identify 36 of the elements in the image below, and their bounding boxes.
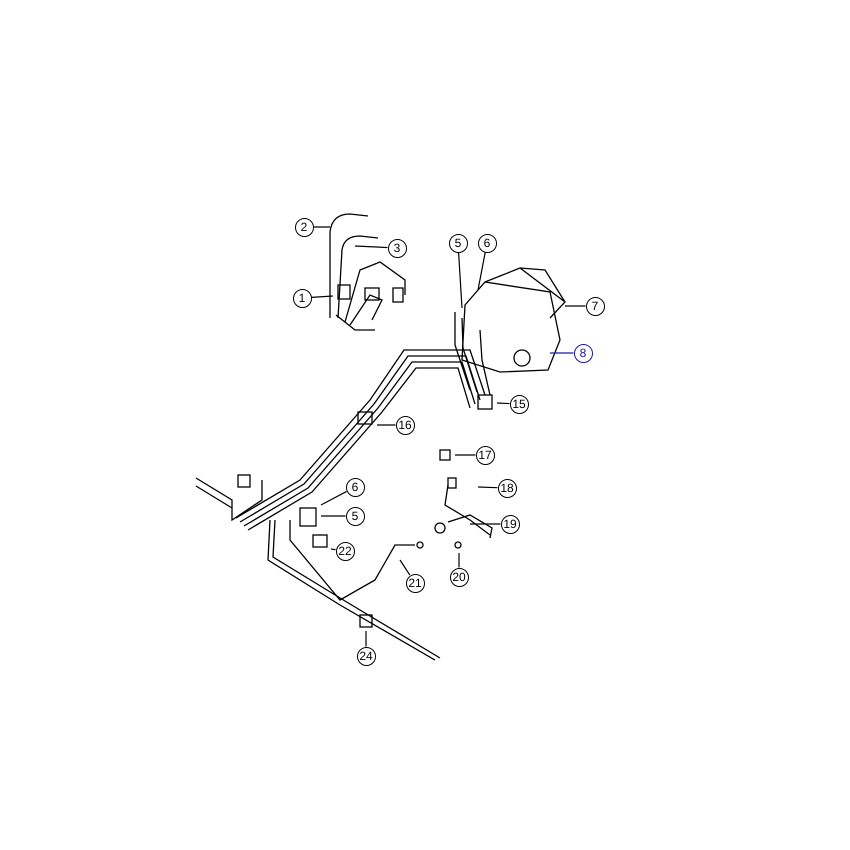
leader-line bbox=[321, 515, 346, 517]
callout-number: 5 bbox=[448, 234, 468, 252]
leader-line bbox=[314, 226, 330, 228]
callout-number: 20 bbox=[450, 568, 468, 586]
callout-number: 6 bbox=[478, 234, 496, 252]
leader-line bbox=[377, 424, 396, 426]
leader-line bbox=[458, 252, 463, 308]
callout-number: 19 bbox=[500, 514, 520, 534]
callout-number: 17 bbox=[476, 446, 494, 464]
callout-number: 15 bbox=[510, 394, 528, 414]
callout-number: 8 bbox=[574, 344, 592, 362]
callout-number: 21 bbox=[406, 574, 424, 592]
leader-line bbox=[311, 295, 334, 298]
callout-number: 6 bbox=[346, 478, 364, 496]
callout-number: 18 bbox=[498, 478, 516, 498]
leader-line bbox=[477, 252, 486, 290]
callout-number: 22 bbox=[336, 542, 354, 560]
leader-line bbox=[458, 553, 460, 568]
leader-line bbox=[330, 548, 336, 550]
leader-line bbox=[478, 486, 498, 488]
leader-line bbox=[365, 631, 367, 646]
leader-line bbox=[354, 245, 388, 248]
callout-number: 5 bbox=[346, 506, 364, 526]
leader-line bbox=[550, 352, 574, 354]
callout-number: 16 bbox=[396, 416, 414, 434]
leader-line bbox=[320, 490, 347, 506]
leader-line bbox=[455, 454, 476, 456]
leader-line bbox=[400, 560, 410, 576]
leader-line bbox=[470, 523, 500, 525]
leader-line bbox=[565, 305, 586, 307]
callout-number: 1 bbox=[292, 288, 312, 308]
callout-number: 24 bbox=[356, 646, 376, 666]
leader-line bbox=[496, 402, 510, 404]
callout-number: 3 bbox=[388, 238, 406, 258]
callout-number: 2 bbox=[294, 218, 314, 236]
callout-number: 7 bbox=[586, 296, 604, 316]
